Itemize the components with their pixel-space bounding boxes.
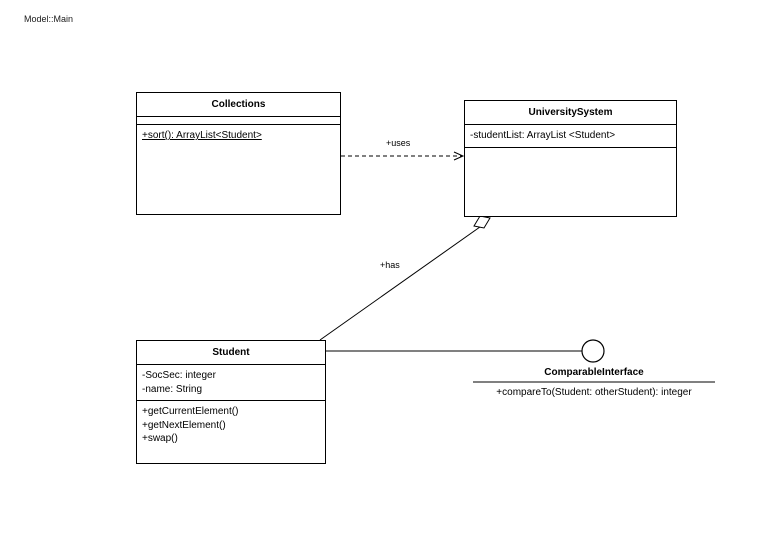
class-box-collections[interactable]: Collections +sort(): ArrayList<Student> bbox=[136, 92, 341, 215]
class-box-university-system[interactable]: UniversitySystem -studentList: ArrayList… bbox=[464, 100, 677, 217]
class-methods-university-system bbox=[465, 148, 676, 217]
class-member: -SocSec: integer bbox=[142, 370, 216, 381]
class-member: +getCurrentElement() bbox=[142, 406, 239, 417]
class-member: +swap() bbox=[142, 433, 178, 444]
class-attributes-collections bbox=[137, 117, 340, 125]
class-title-collections: Collections bbox=[137, 93, 340, 117]
class-member: +getNextElement() bbox=[142, 419, 226, 431]
interface-name-comparable-interface[interactable]: ComparableInterface bbox=[544, 367, 644, 378]
class-attributes-university-system: -studentList: ArrayList <Student> bbox=[465, 125, 676, 148]
edge-label-has: +has bbox=[380, 260, 400, 270]
class-member: +sort(): ArrayList<Student> bbox=[142, 130, 262, 141]
class-member: -studentList: ArrayList <Student> bbox=[470, 130, 616, 141]
class-member: -name: String bbox=[142, 383, 203, 395]
class-methods-student: +getCurrentElement() +getNextElement() +… bbox=[137, 401, 325, 463]
aggregation-diamond bbox=[473, 215, 491, 229]
interface-ball-icon bbox=[581, 339, 605, 363]
aggregation-has-line bbox=[319, 221, 488, 341]
class-attributes-student: -SocSec: integer -name: String bbox=[137, 365, 325, 401]
class-title-student: Student bbox=[137, 341, 325, 365]
edge-label-uses: +uses bbox=[386, 138, 411, 148]
class-methods-collections: +sort(): ArrayList<Student> bbox=[137, 125, 340, 214]
interface-operation-compare-to: +compareTo(Student: otherStudent): integ… bbox=[496, 387, 692, 398]
class-title-university-system: UniversitySystem bbox=[465, 101, 676, 125]
class-box-student[interactable]: Student -SocSec: integer -name: String +… bbox=[136, 340, 326, 464]
model-label: Model::Main bbox=[24, 14, 74, 24]
